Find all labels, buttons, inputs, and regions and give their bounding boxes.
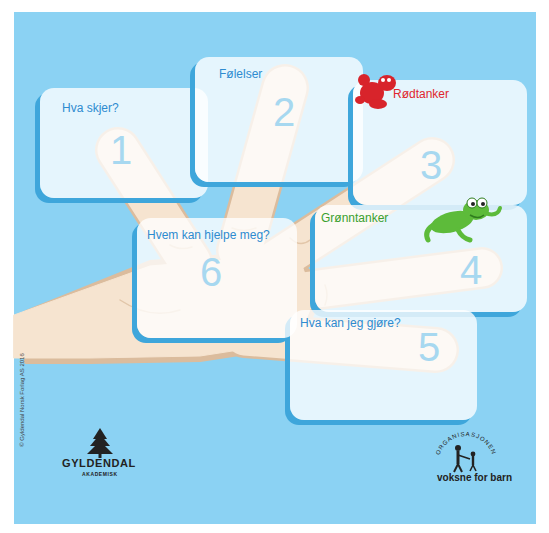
- red-creature: [355, 74, 396, 109]
- organisation-arc-text: ORGANISASJONEN: [435, 431, 498, 456]
- step-heading: Hva skjer?: [62, 101, 119, 115]
- organisation-name: voksne for barn: [437, 472, 512, 483]
- step-heading: Grønntanker: [321, 211, 388, 225]
- callout-number: 1: [110, 128, 132, 172]
- voksne-for-barn-figures: [454, 445, 476, 472]
- copyright-note: © Gyldendal Norsk Forlag AS 2016: [19, 345, 25, 455]
- step-box: Hvem kan hjelpe meg? 6: [137, 218, 297, 338]
- step-heading: Følelser: [219, 67, 262, 81]
- step-heading: Hvem kan hjelpe meg?: [147, 228, 270, 242]
- callout-number: 2: [273, 90, 295, 134]
- step-box: Hva kan jeg gjøre? 5: [290, 310, 477, 420]
- green-frog: [427, 198, 500, 240]
- callout-number: 5: [418, 325, 440, 369]
- step-box: Hva skjer? 1: [40, 88, 208, 198]
- callout-number: 6: [200, 250, 222, 294]
- publisher-name: GYLDENDAL: [62, 457, 136, 469]
- organisation-arc-text: ORGANISASJONEN: [435, 431, 498, 456]
- step-heading: Hva kan jeg gjøre?: [300, 316, 401, 330]
- step-box: Følelser 2: [195, 57, 363, 182]
- callout-number: 3: [420, 143, 442, 187]
- publisher-imprint: AKADEMISK: [82, 471, 118, 477]
- step-box: Grønntanker 4: [315, 205, 527, 312]
- step-heading: Rødtanker: [393, 87, 449, 101]
- callout-number: 4: [460, 248, 482, 292]
- gyldendal-tree: [87, 428, 113, 458]
